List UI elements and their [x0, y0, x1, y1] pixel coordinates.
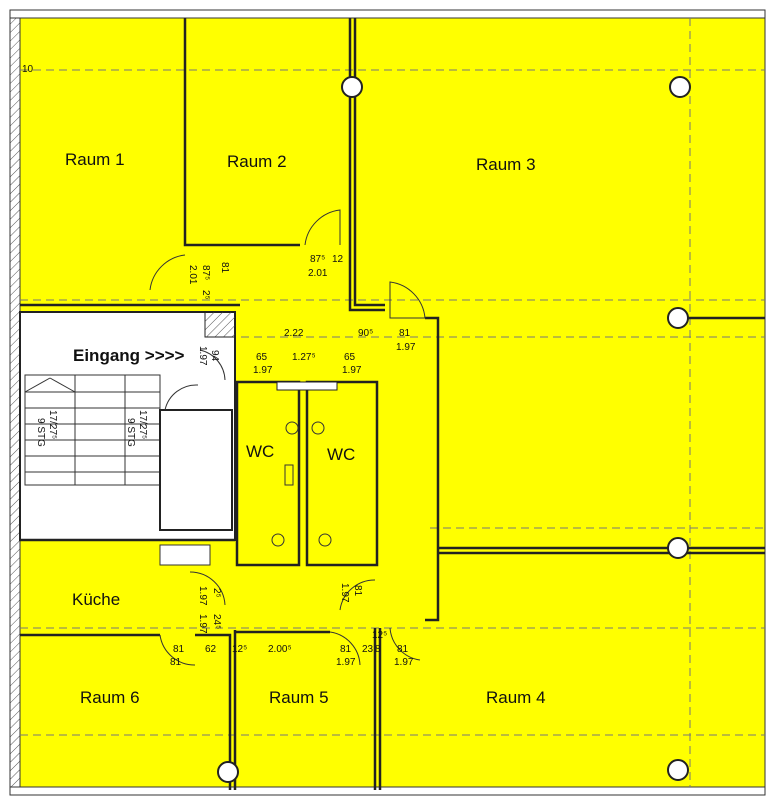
- dimension-label: 1.27⁵: [292, 352, 316, 363]
- dimension-label: 2.01: [187, 265, 198, 285]
- dimension-label: 24⁵: [211, 614, 222, 629]
- dimension-label: 1.97: [336, 657, 356, 668]
- dimension-label: 1.97: [197, 614, 208, 634]
- dimension-label: 12⁵: [372, 630, 387, 641]
- dimension-label: 2⁵: [211, 588, 222, 598]
- dimension-label: 1.97: [253, 365, 273, 376]
- dimension-labels: 10 87⁵ 12 2.01 2.01 87⁵ 2⁵ 2.22 90⁵ 81 1…: [22, 64, 416, 668]
- dimension-label: 62: [205, 644, 217, 655]
- stair-steps-label: 9 STG: [125, 418, 136, 447]
- lift-shaft: [159, 409, 233, 531]
- stair-steps-label: 9 STG: [35, 418, 46, 447]
- room-label-raum6: Raum 6: [80, 688, 140, 707]
- outer-wall-bottom: [9, 786, 766, 796]
- room-label-raum2: Raum 2: [227, 152, 287, 171]
- entrance-label: Eingang >>>>: [73, 346, 185, 365]
- room-label-raum5: Raum 5: [269, 688, 329, 707]
- room-label-wc2: WC: [327, 445, 355, 464]
- room-label-kueche: Küche: [72, 590, 120, 609]
- dimension-label: 81: [219, 262, 230, 274]
- outer-wall-left: [9, 9, 21, 796]
- stair-rise-label: 17/27⁵: [137, 410, 148, 439]
- stair-rise-label: 17/27⁵: [47, 410, 58, 439]
- outer-wall-top: [9, 9, 766, 19]
- dimension-label: 1.97: [197, 346, 208, 366]
- dimension-label: 1.97: [394, 657, 414, 668]
- dimension-label: 87⁵: [200, 265, 211, 280]
- dimension-label: 1.97: [342, 365, 362, 376]
- dimension-label: 81: [397, 644, 409, 655]
- dimension-label: 2.22: [284, 328, 304, 339]
- dimension-label: 2⁵: [200, 290, 211, 300]
- dimension-label: 10: [22, 64, 34, 75]
- dimension-label: 87⁵: [310, 254, 325, 265]
- dimension-label: 65: [344, 352, 356, 363]
- dimension-label: 81: [173, 644, 185, 655]
- columns: [217, 76, 691, 783]
- dimension-label: 8: [375, 644, 381, 655]
- room-label-raum1: Raum 1: [65, 150, 125, 169]
- dimension-label: 1.97: [197, 586, 208, 606]
- wc-fixtures: [271, 421, 332, 547]
- room-label-raum4: Raum 4: [486, 688, 546, 707]
- dimension-label: 81: [340, 644, 352, 655]
- dimension-label: 90⁵: [358, 328, 373, 339]
- dimension-label: 2.01: [308, 268, 328, 279]
- dimension-label: 65: [256, 352, 268, 363]
- room-label-wc1: WC: [246, 442, 274, 461]
- doors: [149, 209, 426, 666]
- dimension-label: 81: [399, 328, 411, 339]
- dimension-label: 12⁵: [232, 644, 247, 655]
- dimension-label: 2.00⁵: [268, 644, 292, 655]
- dimension-label: 23: [362, 644, 374, 655]
- dimension-label: 81: [352, 585, 363, 597]
- dimension-label: 1.97: [339, 583, 350, 603]
- dimension-label: 1.97: [396, 342, 416, 353]
- stairs: [24, 374, 161, 486]
- room-label-raum3: Raum 3: [476, 155, 536, 174]
- interior-walls: [20, 18, 765, 790]
- dimension-label: 94: [209, 350, 220, 362]
- dimension-label: 12: [332, 254, 344, 265]
- dimension-label: 81: [170, 657, 182, 668]
